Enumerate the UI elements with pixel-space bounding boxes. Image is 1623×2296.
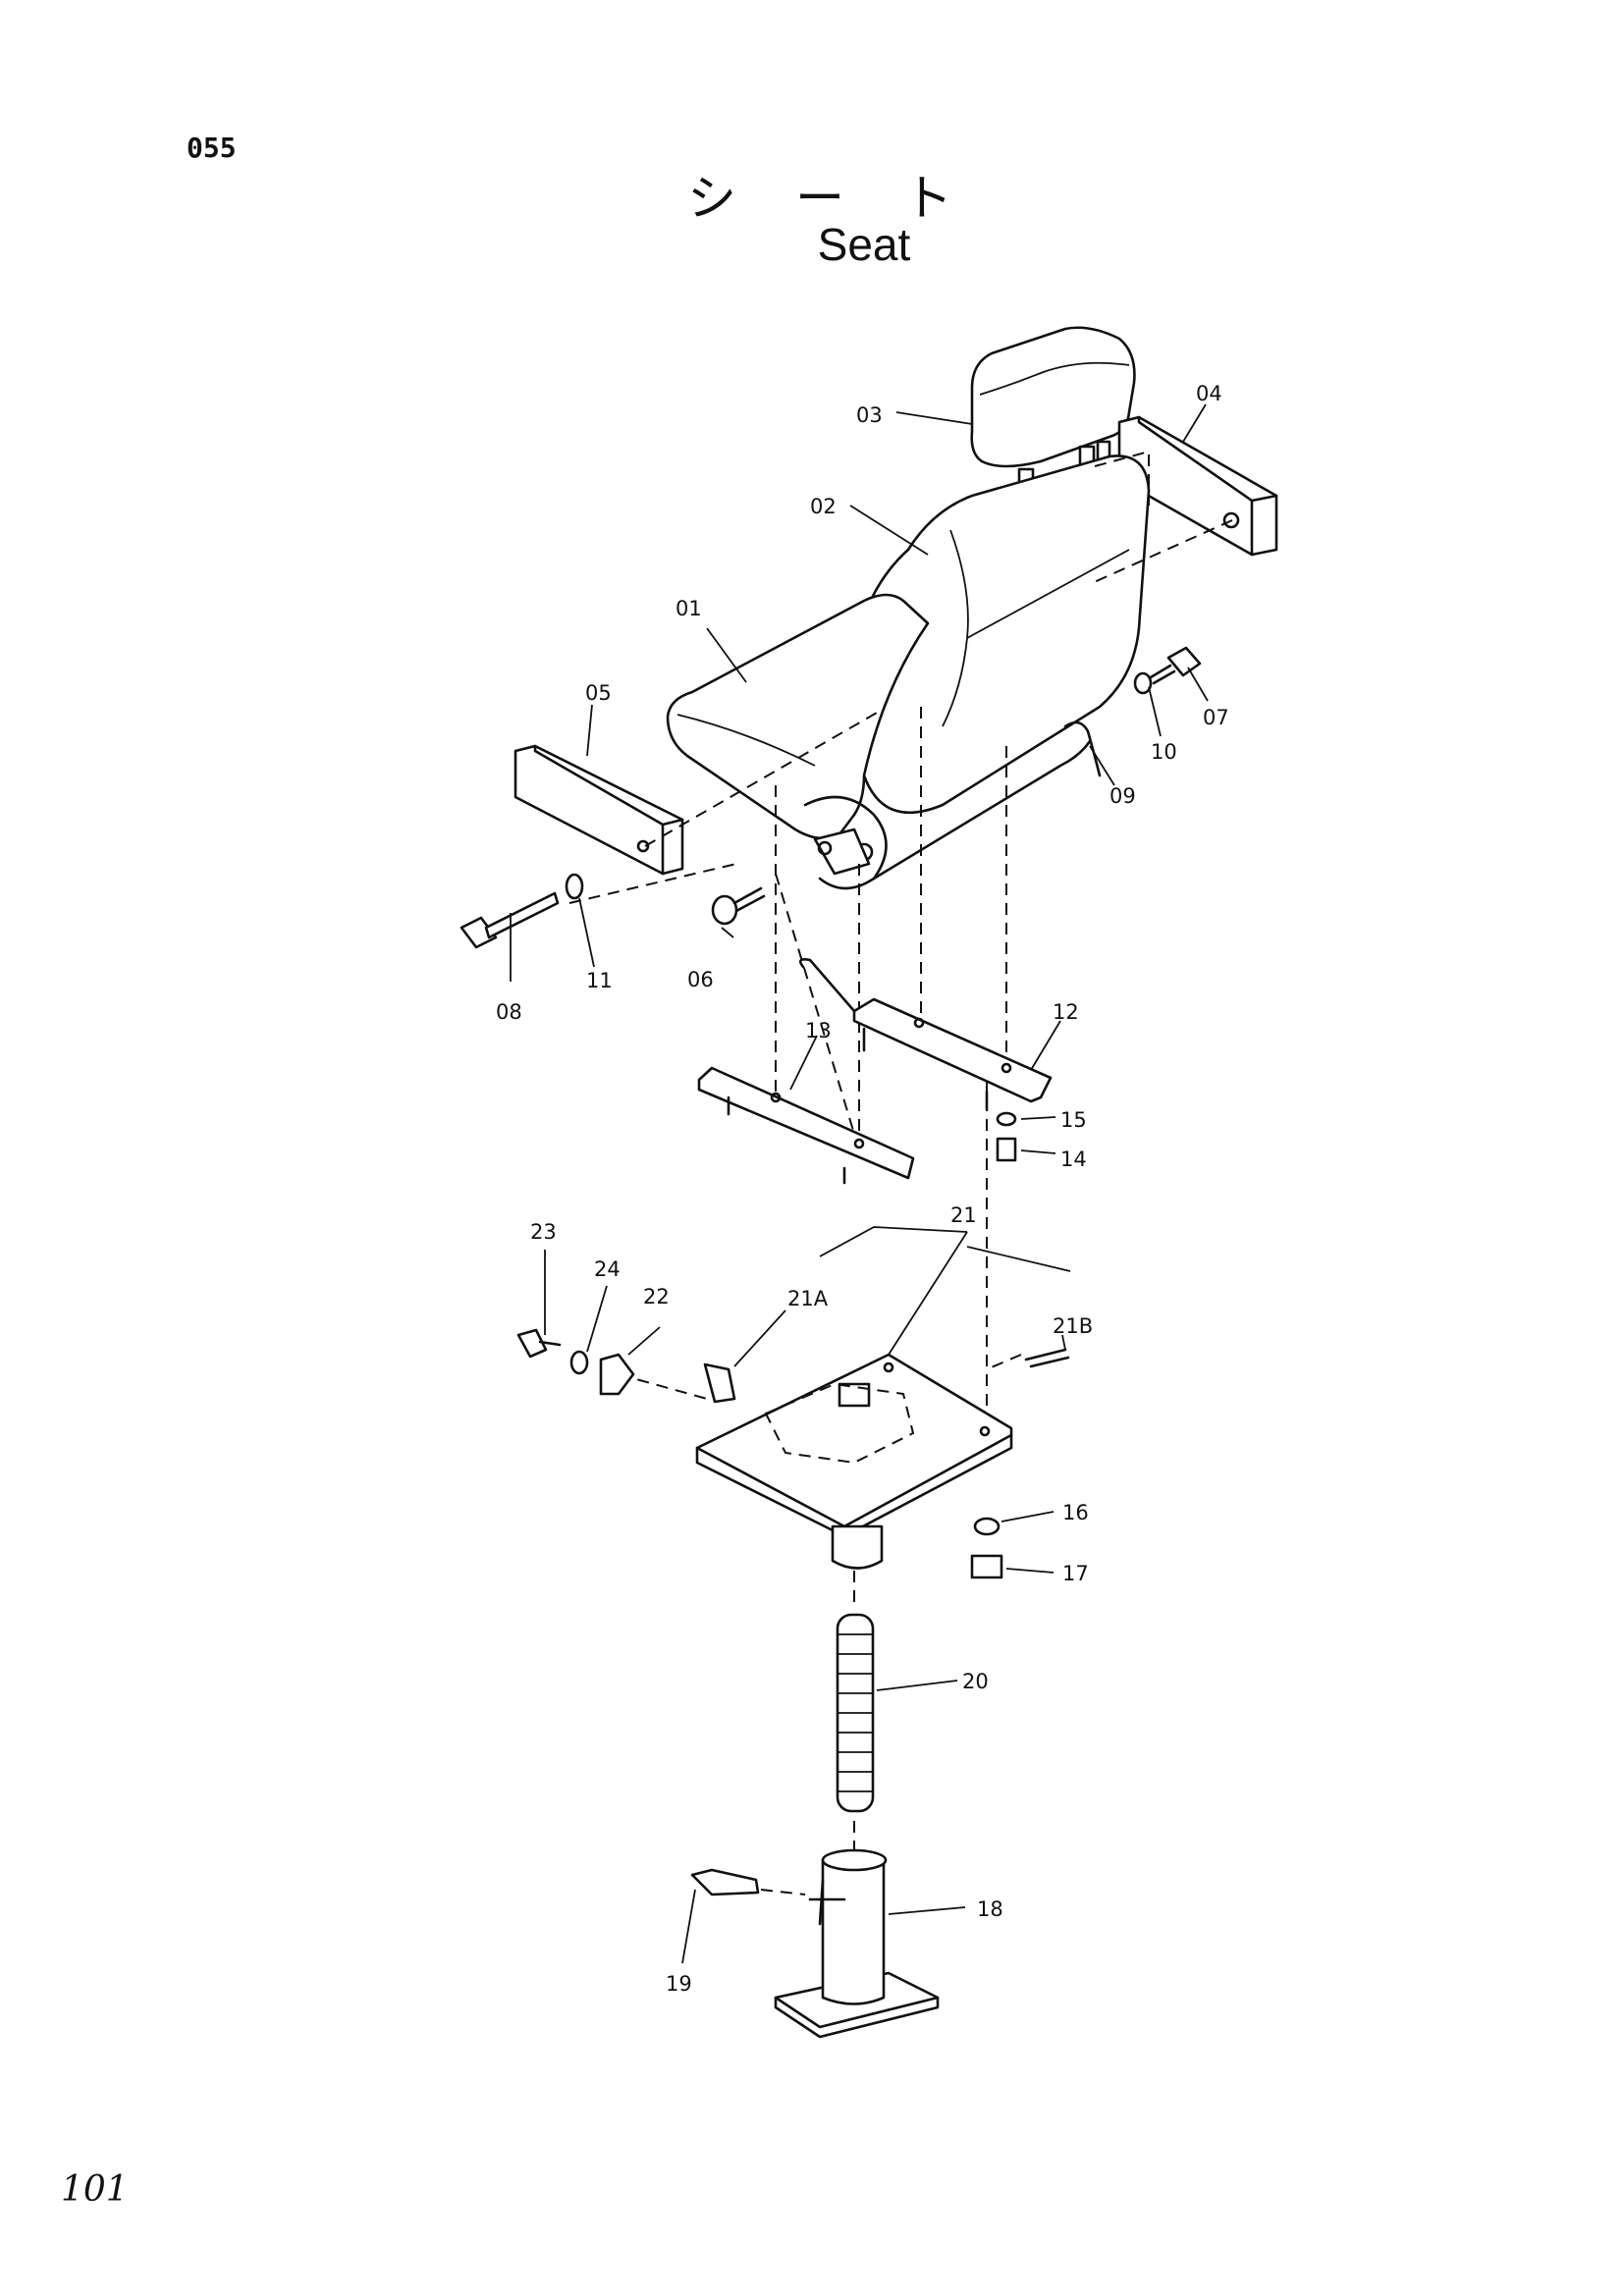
spring-pin xyxy=(1024,1348,1070,1368)
bolt-and-washer-right xyxy=(1133,646,1202,695)
callout-06: 06 xyxy=(687,968,714,991)
page-title: Seat xyxy=(817,219,911,270)
page-code: 055 xyxy=(187,132,237,164)
bolt-23 xyxy=(516,1328,548,1359)
nut-17 xyxy=(970,1554,1003,1579)
callout-22: 22 xyxy=(643,1285,670,1308)
slide-rail-left xyxy=(697,1066,915,1185)
callout-10: 10 xyxy=(1151,740,1177,764)
callout-15: 15 xyxy=(1060,1108,1087,1132)
callout-07: 07 xyxy=(1203,706,1229,729)
seat-pedestal xyxy=(774,1848,940,2039)
callout-21b: 21B xyxy=(1053,1314,1093,1338)
slide-rail-right xyxy=(798,958,1053,1111)
callout-12: 12 xyxy=(1053,1000,1079,1024)
callout-05: 05 xyxy=(585,681,612,705)
bolt-23-shank xyxy=(538,1340,562,1347)
seat-cushion xyxy=(666,593,1092,890)
callout-23: 23 xyxy=(530,1220,557,1244)
washer-24 xyxy=(569,1350,589,1375)
callout-17: 17 xyxy=(1062,1562,1089,1585)
callout-13: 13 xyxy=(805,1019,832,1042)
callout-04: 04 xyxy=(1196,382,1222,405)
adjust-knob xyxy=(703,1362,736,1404)
page-title-japanese: シート xyxy=(687,170,1011,227)
coil-spring xyxy=(836,1613,875,1813)
callout-08: 08 xyxy=(496,1000,522,1024)
callout-21: 21 xyxy=(950,1203,977,1227)
callout-11: 11 xyxy=(586,969,613,992)
armrest-left xyxy=(514,744,684,876)
leader-lines xyxy=(510,403,1209,1964)
callout-24: 24 xyxy=(594,1257,621,1281)
callout-19: 19 xyxy=(666,1972,692,1996)
callout-09: 09 xyxy=(1109,784,1136,808)
pivot-bolt xyxy=(711,886,766,926)
long-bolt-and-washer xyxy=(460,873,584,949)
base-plate xyxy=(695,1353,1013,1570)
assembly-lines xyxy=(568,450,1233,1896)
callout-01: 01 xyxy=(676,597,702,620)
callouts: 03 04 02 01 05 07 10 09 06 11 08 12 13 1… xyxy=(496,382,1229,1996)
washer-16 xyxy=(973,1517,1001,1536)
bracket-22 xyxy=(599,1353,635,1396)
sheet-number: 101 xyxy=(61,2169,129,2210)
backrest xyxy=(846,454,1151,814)
nut-14 xyxy=(996,1137,1017,1162)
callout-21a: 21A xyxy=(787,1287,829,1310)
callout-02: 02 xyxy=(810,495,837,518)
washer-15 xyxy=(996,1111,1017,1127)
callout-18: 18 xyxy=(977,1897,1003,1921)
callout-14: 14 xyxy=(1060,1148,1087,1171)
lever-19 xyxy=(690,1868,760,1896)
callout-03: 03 xyxy=(856,403,883,427)
seat-clip xyxy=(1063,721,1102,777)
callout-20: 20 xyxy=(962,1670,989,1693)
callout-16: 16 xyxy=(1062,1501,1089,1524)
